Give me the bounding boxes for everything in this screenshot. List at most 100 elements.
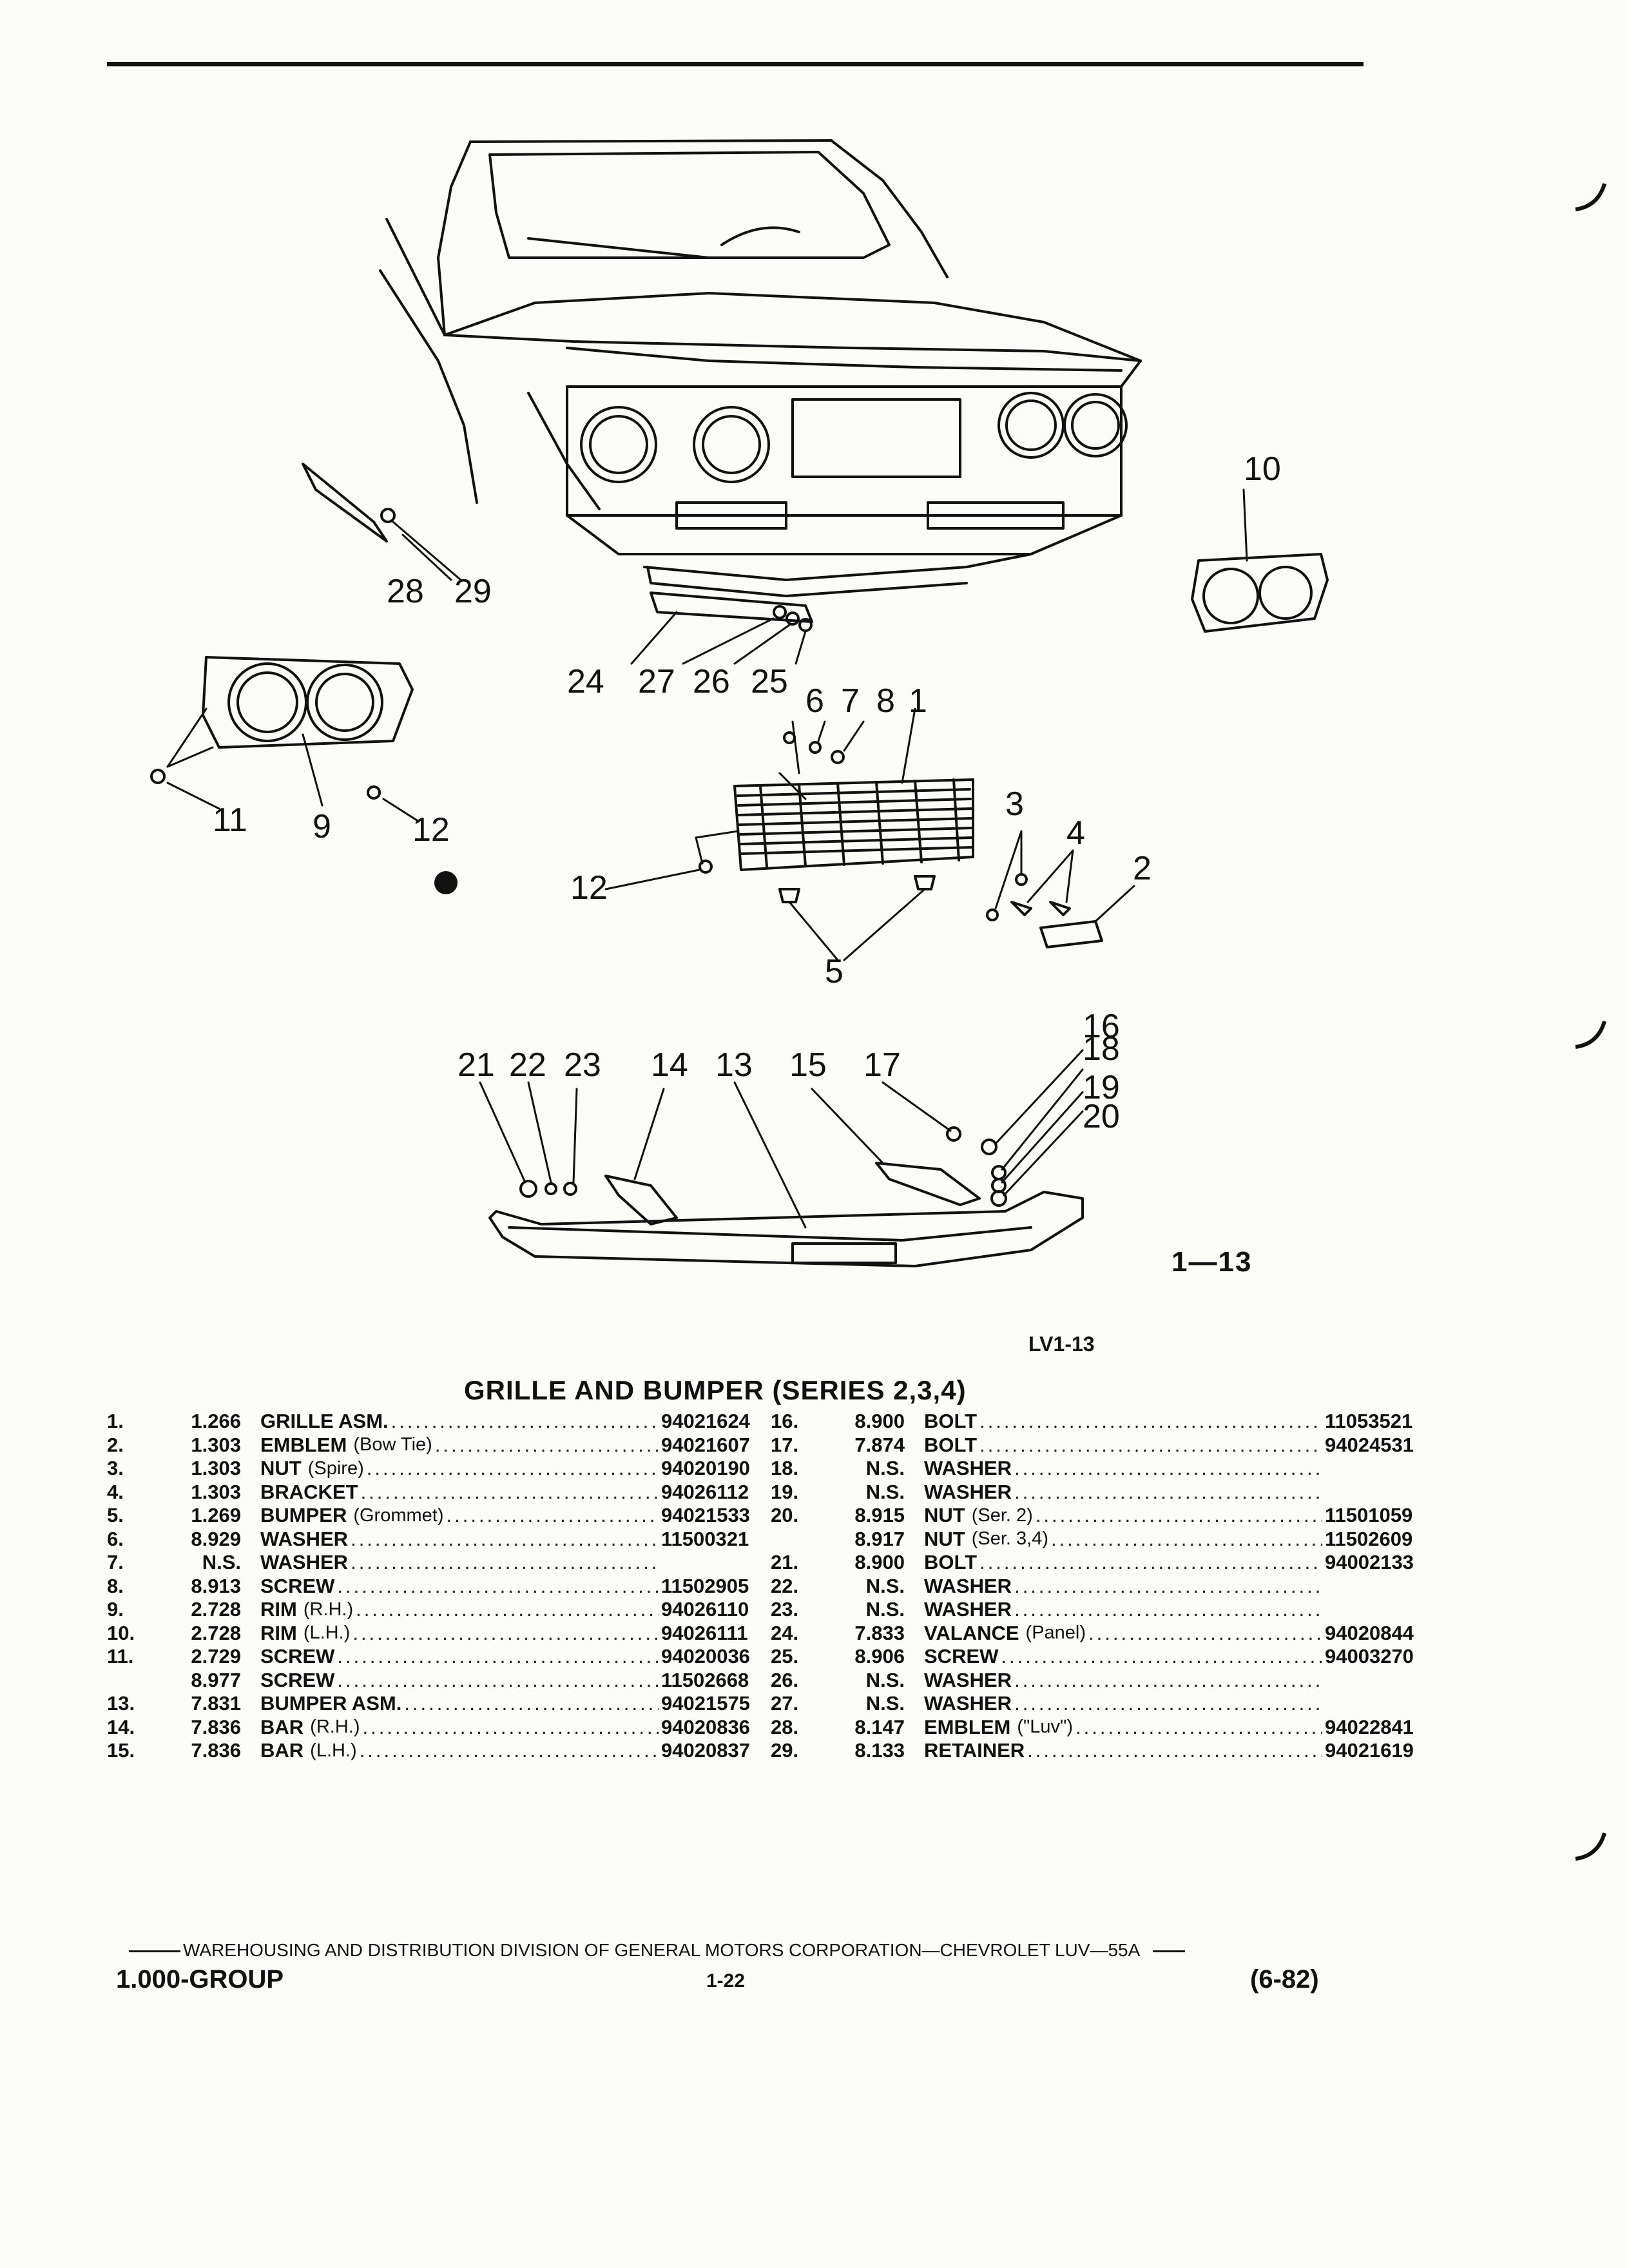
item-number: 4. xyxy=(107,1480,124,1503)
headlamp-rim-lh xyxy=(1191,488,1329,633)
item-number: 29. xyxy=(771,1739,799,1762)
binder-hole-mark xyxy=(1575,1021,1606,1049)
headlamp-rim-rh xyxy=(150,656,420,823)
item-number: 17. xyxy=(771,1433,799,1456)
leader-dots: ........................................… xyxy=(1014,1574,1322,1597)
part-description: WASHER xyxy=(924,1669,1012,1692)
group-number: N.S. xyxy=(865,1480,905,1503)
part-name: SCREW xyxy=(924,1645,999,1668)
callout-7: 7 xyxy=(841,682,860,720)
group-number: 8.900 xyxy=(854,1410,905,1433)
group-number: 8.915 xyxy=(854,1504,905,1527)
part-description: BAR(R.H.) xyxy=(260,1716,360,1739)
parts-row: 19.N.S.WASHER...........................… xyxy=(771,1481,1447,1504)
part-description: WASHER xyxy=(924,1575,1012,1598)
leader-dots: ........................................… xyxy=(366,1457,659,1480)
part-description: NUT(Ser. 2) xyxy=(924,1504,1033,1527)
callout-16: 16 xyxy=(1083,1008,1120,1045)
item-number: 28. xyxy=(771,1715,799,1738)
callout-4: 4 xyxy=(1066,814,1085,852)
part-note: (Grommet) xyxy=(353,1504,444,1526)
item-number: 11. xyxy=(107,1645,134,1668)
leader-dots: ........................................… xyxy=(1088,1621,1322,1644)
callout-18: 18 xyxy=(1083,1030,1120,1068)
item-number: 7. xyxy=(107,1551,124,1574)
group-number: 8.147 xyxy=(854,1715,905,1738)
leader-dots: ........................................… xyxy=(446,1504,659,1527)
leader-dots: ........................................… xyxy=(359,1739,659,1762)
part-number: 94022841 xyxy=(1325,1715,1414,1738)
group-number: N.S. xyxy=(865,1598,905,1621)
group-number: 7.831 xyxy=(191,1692,241,1715)
part-description: BUMPER ASM. xyxy=(260,1692,401,1715)
parts-row: 7.N.S.WASHER............................… xyxy=(107,1551,784,1575)
hole-dot xyxy=(434,871,458,894)
part-description: BOLT xyxy=(924,1551,977,1574)
leader-dots: ........................................… xyxy=(360,1480,659,1503)
callout-6: 6 xyxy=(805,682,824,720)
item-number: 21. xyxy=(771,1551,799,1574)
leader-dots: ........................................… xyxy=(351,1527,659,1550)
parts-row: 27.N.S.WASHER...........................… xyxy=(771,1692,1447,1716)
leader-dots: ........................................… xyxy=(1014,1668,1322,1691)
item-number: 23. xyxy=(771,1598,799,1621)
callout-17: 17 xyxy=(863,1046,901,1084)
item-number: 8. xyxy=(107,1574,124,1597)
part-number: 94020190 xyxy=(661,1457,750,1480)
part-description: EMBLEM (Bow Tie) xyxy=(260,1434,432,1457)
group-number: 8.917 xyxy=(854,1527,905,1550)
part-description: VALANCE (Panel) xyxy=(924,1622,1086,1645)
part-name: SCREW xyxy=(260,1574,335,1597)
part-name: WASHER xyxy=(924,1480,1012,1503)
part-name: VALANCE xyxy=(924,1621,1019,1644)
footer-division-line: WAREHOUSING AND DISTRIBUTION DIVISION OF… xyxy=(129,1940,1188,1961)
group-number: 7.874 xyxy=(854,1433,905,1456)
part-name: BUMPER xyxy=(260,1504,347,1527)
item-number: 14. xyxy=(107,1715,135,1738)
part-number: 11502905 xyxy=(661,1574,749,1597)
part-description: WASHER xyxy=(924,1598,1012,1621)
group-number: 2.729 xyxy=(191,1645,241,1668)
item-number: 16. xyxy=(771,1410,799,1433)
part-note: (Bow Tie) xyxy=(353,1434,432,1456)
item-number: 25. xyxy=(771,1645,799,1668)
part-name: WASHER xyxy=(924,1457,1012,1480)
part-number: 11502668 xyxy=(661,1668,749,1691)
part-note: (Panel) xyxy=(1025,1622,1086,1644)
part-note: (Ser. 3,4) xyxy=(971,1528,1048,1550)
part-description: WASHER xyxy=(260,1551,348,1574)
front-bumper xyxy=(479,1049,1084,1267)
part-number: 94020837 xyxy=(661,1739,750,1762)
part-note: (R.H.) xyxy=(310,1716,360,1738)
leader-dots: ........................................… xyxy=(390,1410,659,1433)
callout-22: 22 xyxy=(509,1046,546,1084)
callout-8: 8 xyxy=(876,682,895,720)
part-number: 94026110 xyxy=(661,1598,749,1621)
leader-dots: ........................................… xyxy=(1027,1739,1322,1762)
leader-dots: ........................................… xyxy=(404,1692,659,1715)
part-name: WASHER xyxy=(260,1551,349,1574)
part-note: (R.H.) xyxy=(303,1599,354,1620)
truck-body-drawing xyxy=(379,139,1142,597)
leader-dots: ........................................… xyxy=(1051,1527,1322,1550)
group-number: 1.303 xyxy=(191,1433,241,1456)
part-name: WASHER xyxy=(924,1574,1012,1597)
callout-3: 3 xyxy=(1005,785,1024,823)
part-number: 94021575 xyxy=(661,1692,750,1715)
part-description: RIM(L.H.) xyxy=(260,1622,350,1645)
item-number: 9. xyxy=(107,1598,124,1621)
part-name: EMBLEM xyxy=(260,1433,347,1456)
